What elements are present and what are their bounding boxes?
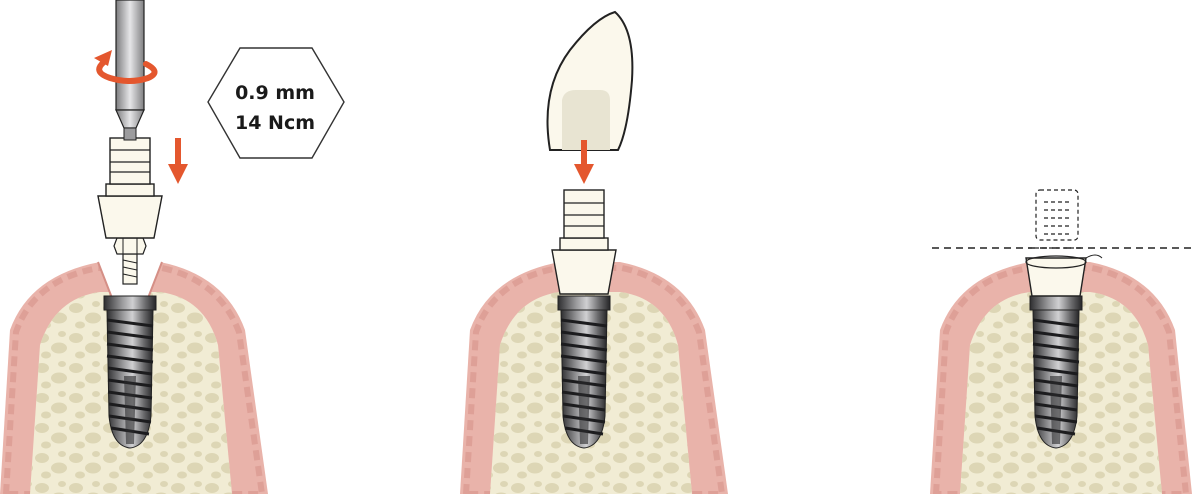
arrow-down-icon <box>168 138 188 184</box>
implant-fixture <box>1030 296 1082 448</box>
panel-1-abutment-insertion <box>0 0 344 494</box>
panel-2-crown-placement <box>460 12 728 494</box>
screwdriver <box>116 0 144 140</box>
hex-size-label: 0.9 mm <box>212 82 338 104</box>
abutment <box>552 190 616 294</box>
crown <box>548 12 633 150</box>
removed-portion-outline <box>1028 190 1084 248</box>
implant-fixture <box>104 296 156 448</box>
panel-3-abutment-trimming <box>930 190 1192 494</box>
torque-label: 14 Ncm <box>212 112 338 134</box>
implant-fixture <box>558 296 610 448</box>
abutment <box>98 138 162 238</box>
